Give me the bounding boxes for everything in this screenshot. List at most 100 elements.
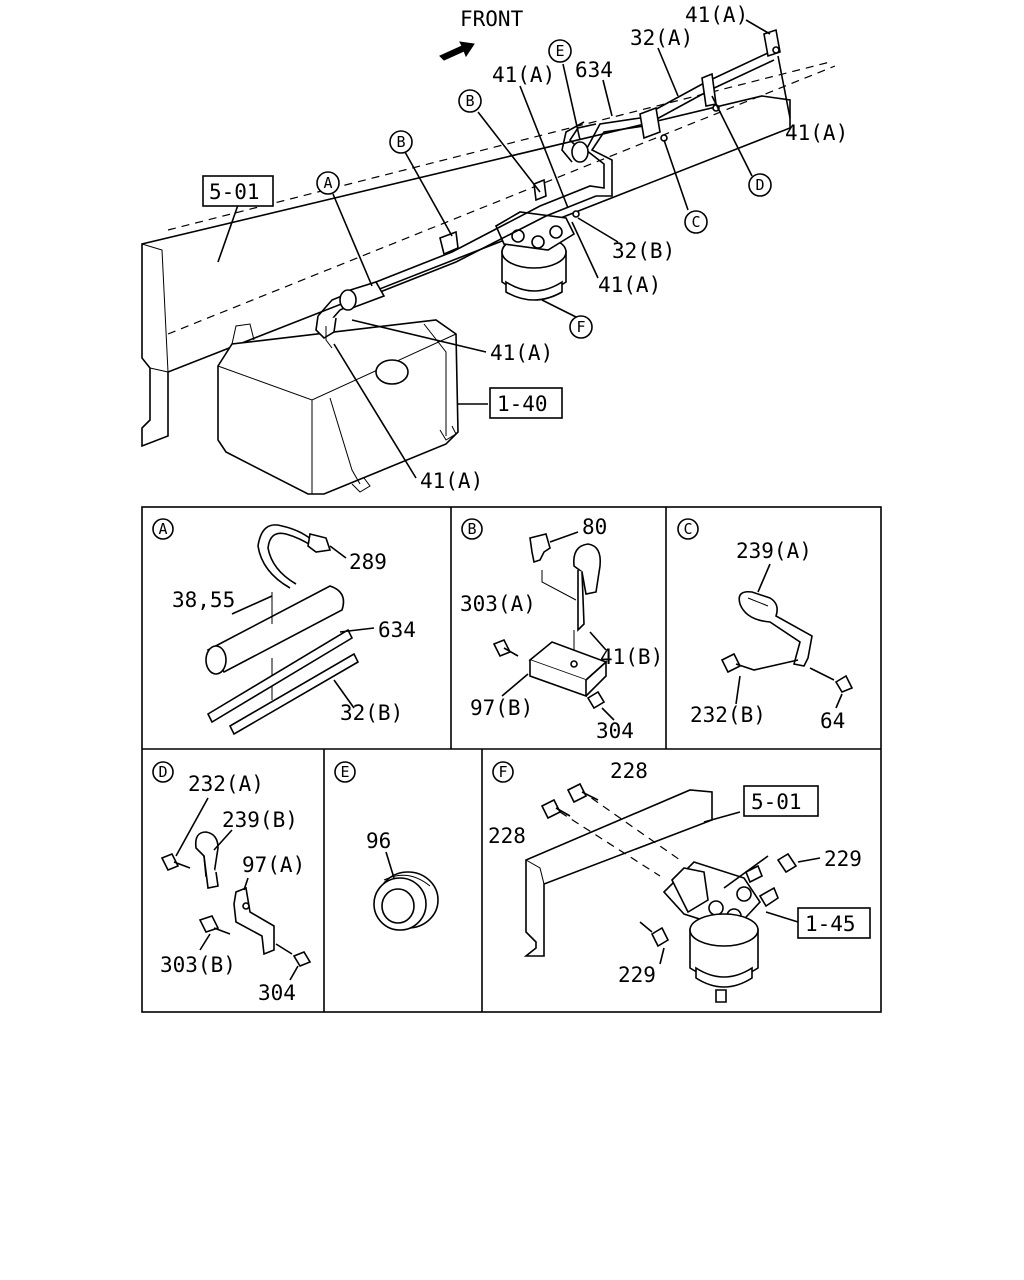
fuel-pipe-32b (228, 652, 360, 736)
svg-text:D: D (158, 763, 167, 781)
detail-panel-a: A 289 38,55 634 32(B) (152, 518, 416, 736)
protector-tube (206, 585, 345, 674)
label-41b: 41(B) (600, 645, 663, 669)
bolt-80 (529, 533, 551, 564)
label-634-panel: 634 (378, 618, 416, 642)
fuel-tank (217, 319, 459, 495)
nut-304 (586, 690, 606, 710)
detail-panel-grid (141, 506, 882, 1013)
detail-panel-d: D 232(A) 239(B) 97(A) 303(B) 304 (152, 761, 312, 1005)
hose-clamp-band (257, 524, 313, 589)
label-80: 80 (582, 515, 607, 539)
detail-marker-a (316, 171, 340, 195)
svg-text:A: A (158, 520, 167, 538)
detail-marker-e (548, 39, 572, 63)
label-289: 289 (349, 550, 387, 574)
nut-229-lower (650, 926, 670, 948)
clip-239a (738, 590, 813, 667)
panel-e-marker (334, 761, 356, 783)
bolt-228-lower (540, 798, 562, 820)
label-304-d: 304 (258, 981, 296, 1005)
bolt-303b (198, 915, 220, 933)
label-232b: 232(B) (690, 703, 766, 727)
label-38-55: 38,55 (172, 588, 235, 612)
callout-41a-bottom: 41(A) (420, 469, 483, 493)
callout-41a-tank: 41(A) (490, 341, 553, 365)
ref-box-5-01 (202, 175, 274, 207)
nut-304-d (292, 951, 312, 967)
ref-label-5-01-f: 5-01 (751, 790, 802, 814)
detail-panel-f: F 5-01 1-45 (488, 759, 871, 1003)
label-228-upper: 228 (610, 759, 648, 783)
front-label: FRONT (460, 7, 524, 31)
bolt-228-upper (566, 782, 588, 804)
label-229-right: 229 (824, 847, 862, 871)
label-228-lower: 228 (488, 824, 526, 848)
detail-marker-e-letter: E (555, 42, 564, 60)
ref-label-1-45: 1-45 (805, 912, 856, 936)
bolt-232a (160, 852, 180, 872)
callout-634: 634 (575, 58, 613, 82)
callout-41a-upper-mid: 41(A) (492, 63, 555, 87)
callout-41a-sedimenter: 41(A) (598, 273, 661, 297)
detail-panel-e: E 96 (334, 761, 439, 931)
bracket-97a (233, 886, 275, 956)
label-303a: 303(A) (460, 592, 536, 616)
svg-text:C: C (683, 520, 692, 538)
frame-rail-section (523, 789, 713, 957)
label-303b: 303(B) (160, 953, 236, 977)
svg-text:F: F (498, 763, 507, 781)
detail-marker-c-letter: C (691, 213, 700, 231)
panel-f-marker (492, 761, 514, 783)
clip-41b (572, 543, 602, 595)
ref-box-5-01-f (743, 785, 819, 817)
label-239b: 239(B) (222, 808, 298, 832)
panel-b-marker (461, 518, 483, 540)
ref-label-1-40: 1-40 (497, 392, 548, 416)
label-32b-panel: 32(B) (340, 701, 403, 725)
panel-c-marker (677, 518, 699, 540)
label-232a: 232(A) (188, 772, 264, 796)
clip-239b (194, 831, 219, 878)
label-239a: 239(A) (736, 539, 812, 563)
ref-box-1-45 (797, 907, 871, 939)
detail-marker-a-letter: A (323, 174, 332, 192)
fuel-lines (315, 28, 781, 349)
main-leader-lines (217, 19, 791, 479)
callout-41a-top: 41(A) (685, 3, 748, 27)
label-97a: 97(A) (242, 853, 305, 877)
detail-marker-c (684, 210, 708, 234)
tank-filler-cap (375, 359, 409, 385)
bolt-303a (492, 638, 512, 658)
detail-panel-c: C 239(A) 232(B) 64 (677, 518, 854, 733)
nut-64 (834, 674, 854, 693)
svg-text:E: E (340, 763, 349, 781)
detail-marker-d-letter: D (755, 176, 764, 194)
detail-marker-b-upper-letter: B (465, 92, 474, 110)
front-arrow-icon (439, 41, 475, 61)
detail-marker-b-lower-letter: B (396, 133, 405, 151)
detail-marker-b-upper (458, 89, 482, 113)
svg-text:B: B (467, 520, 476, 538)
frame-rail (141, 95, 791, 448)
label-64: 64 (820, 709, 845, 733)
label-97b: 97(B) (470, 696, 533, 720)
bolt-232b (720, 652, 742, 674)
callout-32b: 32(B) (612, 239, 675, 263)
nut-229-right (776, 852, 798, 874)
detail-marker-d (748, 173, 772, 197)
callout-41a-right: 41(A) (785, 121, 848, 145)
panel-d-marker (152, 761, 174, 783)
label-96: 96 (366, 829, 391, 853)
ref-label-5-01: 5-01 (209, 180, 260, 204)
callout-32a: 32(A) (630, 26, 693, 50)
detail-marker-f-letter: F (576, 318, 585, 336)
main-assembly-view: FRONT (141, 3, 848, 495)
detail-marker-f (569, 315, 593, 339)
fuel-sedimenter (494, 211, 579, 319)
detail-marker-b-lower (389, 130, 413, 154)
detail-panel-b: B 80 303(A) 41(B) 97(B) 304 (460, 515, 663, 743)
label-304-b: 304 (596, 719, 634, 743)
sedimenter-unit (662, 861, 779, 1003)
